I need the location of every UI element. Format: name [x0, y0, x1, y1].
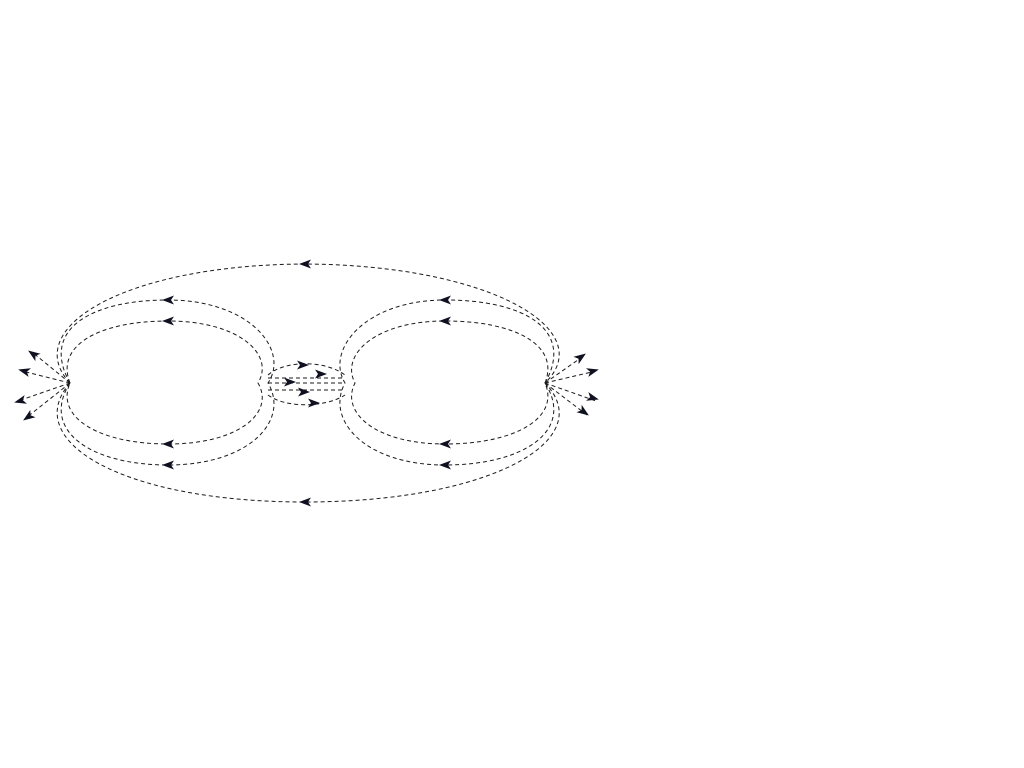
arrowhead-icon: [28, 350, 41, 362]
field-line-left-fan-4: [25, 382, 71, 419]
field-line-left-inner: [66, 320, 263, 445]
arrowhead-icon: [297, 360, 309, 370]
arrowhead-icon: [586, 392, 599, 401]
arrowhead-icon: [14, 395, 27, 404]
field-line-left-fan-2: [21, 370, 71, 384]
arrowhead-icon: [162, 460, 174, 470]
field-line-right-fan-4: [544, 382, 588, 416]
field-line-right-fan-1: [544, 354, 586, 384]
arrowhead-icon: [439, 460, 451, 470]
arrowheads: [14, 259, 599, 507]
arrowhead-icon: [586, 368, 599, 377]
arrowhead-icon: [162, 295, 174, 305]
arrowhead-icon: [576, 404, 589, 416]
arrowhead-icon: [299, 259, 311, 269]
arrowhead-icon: [439, 439, 451, 449]
arrowhead-icon: [162, 439, 174, 449]
arrowhead-icon: [284, 377, 296, 387]
field-line-right-fan-2: [544, 370, 597, 384]
arrowhead-icon: [439, 295, 451, 305]
arrowhead-icon: [299, 497, 311, 507]
arrowhead-icon: [439, 316, 451, 326]
arrowhead-icon: [18, 368, 31, 377]
field-line-center-5: [267, 394, 346, 406]
field-line-left-fan-3: [17, 382, 71, 402]
arrowhead-icon: [315, 369, 327, 379]
field-line-center-1: [267, 363, 346, 376]
field-line-right-fan-3: [544, 382, 597, 402]
arrowhead-icon: [298, 387, 310, 397]
field-line-right-inner: [351, 320, 549, 445]
arrowhead-icon: [308, 398, 320, 408]
field-line-left-middle: [60, 299, 275, 466]
field-line-outer: [56, 263, 560, 503]
field-line-right-middle: [339, 299, 555, 466]
arrowhead-icon: [573, 353, 586, 365]
arrowhead-icon: [23, 409, 36, 421]
field-line-left-fan-1: [31, 351, 71, 384]
arrowhead-icon: [162, 316, 174, 326]
